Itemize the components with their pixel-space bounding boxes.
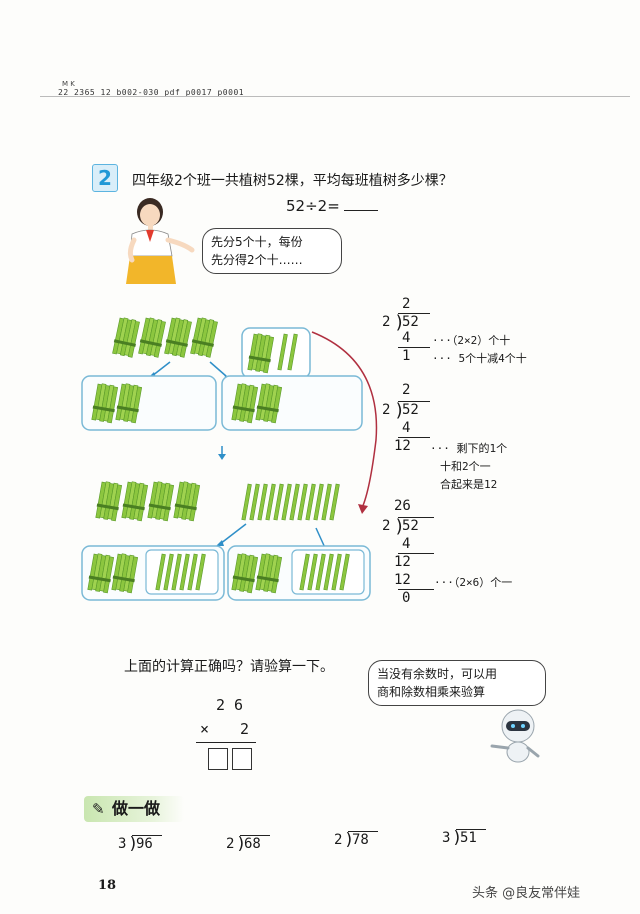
practice-item: 3 ) 96 [118, 832, 178, 856]
division-bracket: ) [452, 828, 463, 848]
note: 合起来是12 [440, 478, 498, 491]
note: ···（2×6）个一 [434, 576, 513, 589]
girl-illustration [126, 198, 195, 284]
divisor: 3 [118, 836, 127, 852]
robot-illustration [490, 709, 540, 763]
divisor: 3 [442, 830, 451, 846]
watermark: 头条 @良友常伴娃 [472, 886, 581, 901]
dividend: 68 [244, 836, 261, 852]
dividend: 52 [402, 518, 419, 534]
row: 1 [402, 348, 411, 364]
practice-title-text: 做一做 [112, 799, 161, 818]
division-step-2: 2 2 ) 52 4 12 ··· 剩下的1个 十和2个一 合起来是12 [380, 382, 620, 492]
division-bracket: ) [128, 834, 139, 854]
quotient: 26 [394, 498, 411, 514]
division-bracket: ) [394, 312, 405, 333]
answer-box-ones[interactable] [232, 748, 252, 770]
division-bracket: ) [236, 834, 247, 854]
dividend: 96 [136, 836, 153, 852]
division-bracket: ) [394, 516, 405, 537]
verify-prompt: 上面的计算正确吗？请验算一下。 [124, 659, 334, 675]
hint-line: 当没有余数时，可以用 [377, 667, 498, 681]
practice-item: 3 ) 51 [442, 826, 502, 850]
times-sign: × [200, 720, 210, 738]
problem-question: 四年级2个班一共植树52棵，平均每班植树多少棵？ [132, 173, 453, 189]
quotient: 2 [402, 382, 411, 398]
row: 12 [394, 572, 411, 588]
equation-text: 52÷2= [286, 197, 340, 215]
dividend: 51 [460, 830, 477, 846]
regroup-arrow [311, 331, 378, 514]
row: 12 [394, 554, 411, 570]
dividend: 52 [402, 314, 419, 330]
practice-item: 2 ) 78 [334, 828, 394, 852]
multiplication-check: 2 6 × 2 [196, 696, 266, 776]
practice-item: 2 ) 68 [226, 832, 286, 856]
note: ···（2×2）个十 [432, 334, 511, 347]
multiplier: 2 [240, 720, 250, 738]
quotient: 2 [402, 296, 411, 312]
divisor: 2 [226, 836, 235, 852]
multiplicand: 2 6 [216, 696, 244, 714]
answer-box-tens[interactable] [208, 748, 228, 770]
bundles-top-row [111, 316, 220, 359]
note: ··· 剩下的1个 [430, 442, 508, 455]
division-bracket: ) [344, 830, 355, 850]
stick-illustration [81, 316, 371, 601]
pencil-icon: ✎ [92, 800, 105, 818]
divisor: 2 [382, 402, 391, 418]
row: 4 [402, 536, 411, 552]
divisor: 2 [382, 314, 391, 330]
row: 4 [402, 330, 411, 346]
hint-line: 先分5个十，每份 [211, 235, 303, 249]
dividend: 52 [402, 402, 419, 418]
division-step-1: 2 2 ) 52 4 1 ···（2×2）个十 ··· 5个十减4个十 [380, 296, 620, 366]
answer-blank [343, 196, 378, 211]
page-number: 18 [98, 878, 117, 893]
robot-hint-bubble: 当没有余数时，可以用 商和除数相乘来验算 [368, 660, 546, 706]
row: 0 [402, 590, 411, 606]
hint-line: 商和除数相乘来验算 [377, 685, 486, 699]
dividend: 78 [352, 832, 369, 848]
row: 4 [402, 420, 411, 436]
teacher-hint-bubble: 先分5个十，每份 先分得2个十…… [202, 228, 342, 274]
division-step-3: 26 2 ) 52 4 12 12 0 ···（2×6）个一 [380, 498, 620, 614]
division-bracket: ) [394, 400, 405, 421]
problem-equation: 52÷2= [286, 196, 378, 215]
note: 十和2个一 [440, 460, 491, 473]
header-code: 22_2365_12_b002-030_pdf_p0017_p0001 [58, 88, 245, 97]
header-mk: M K [62, 80, 75, 88]
header-divider [40, 96, 630, 97]
divisor: 2 [334, 832, 343, 848]
divisor: 2 [382, 518, 391, 534]
hint-line: 先分得2个十…… [211, 253, 303, 267]
note: ··· 5个十减4个十 [432, 352, 527, 365]
practice-title: ✎ 做一做 [84, 796, 184, 822]
problem-number-badge: 2 [92, 164, 118, 192]
row: 12 [394, 438, 411, 454]
